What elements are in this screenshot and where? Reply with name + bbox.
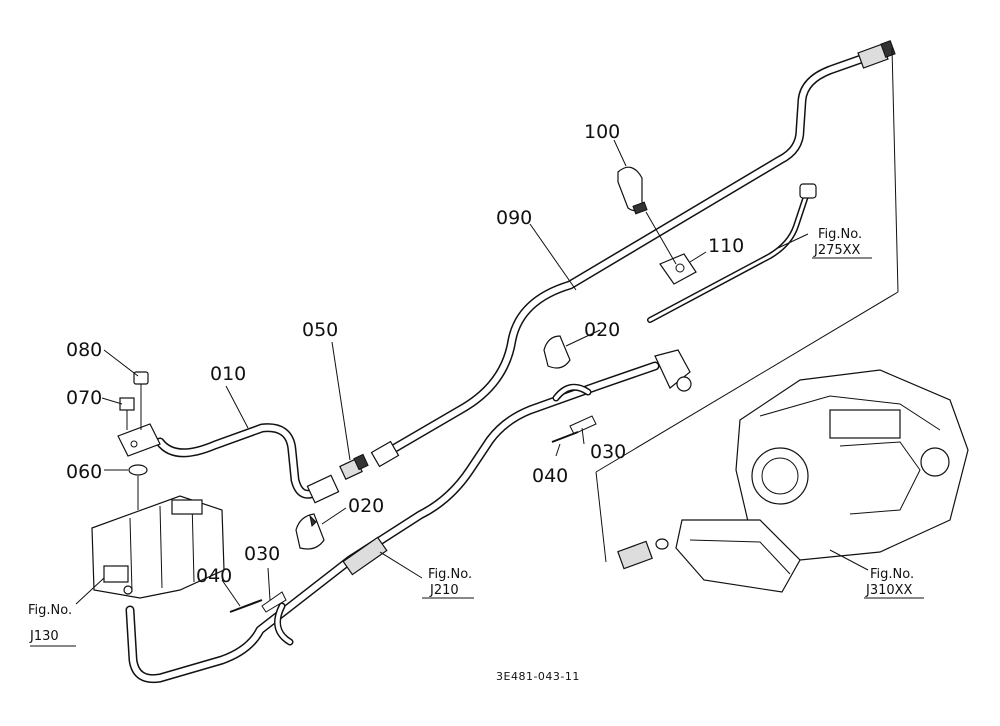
- callout-080[interactable]: 080: [66, 339, 102, 361]
- callout-070[interactable]: 070: [66, 387, 102, 409]
- fig-ref-label: Fig.No.: [28, 603, 72, 618]
- block-110[interactable]: [659, 253, 697, 285]
- nut-080[interactable]: [133, 371, 149, 385]
- clamp-020-upper[interactable]: [543, 335, 571, 369]
- callout-030-upper[interactable]: 030: [590, 441, 626, 463]
- bolt-030-upper[interactable]: [569, 415, 597, 435]
- clamp-020-lower[interactable]: [295, 513, 325, 550]
- clamp-band-lower[interactable]: [274, 602, 294, 646]
- pipe-010[interactable]: [155, 423, 321, 499]
- callout-040-lower[interactable]: 040: [196, 565, 232, 587]
- fig-ref-j275[interactable]: Fig.No. J275XX: [813, 227, 862, 258]
- callout-030-lower[interactable]: 030: [244, 543, 280, 565]
- callout-040-upper[interactable]: 040: [532, 465, 568, 487]
- callout-100[interactable]: 100: [584, 121, 620, 143]
- fig-ref-code: J130: [29, 629, 59, 644]
- fig-ref-code: J310XX: [865, 583, 913, 598]
- callout-060[interactable]: 060: [66, 461, 102, 483]
- leader-lines: [30, 47, 924, 647]
- rod-j275[interactable]: [647, 183, 817, 323]
- clamp-100[interactable]: [617, 166, 648, 215]
- o-ring-060[interactable]: [128, 464, 148, 476]
- fig-ref-j130[interactable]: Fig.No. J130: [28, 603, 72, 644]
- fig-ref-code: J210: [429, 583, 459, 598]
- fig-ref-j310[interactable]: Fig.No. J310XX: [865, 567, 914, 598]
- fitting-050[interactable]: [306, 453, 369, 504]
- callout-020-lower[interactable]: 020: [348, 495, 384, 517]
- callout-090[interactable]: 090: [496, 207, 532, 229]
- bolt-030-lower[interactable]: [261, 591, 287, 613]
- bolt-040-lower[interactable]: [229, 599, 263, 613]
- hydraulic-pump[interactable]: [91, 495, 225, 599]
- fig-ref-code: J275XX: [813, 243, 861, 258]
- fig-ref-label: Fig.No.: [818, 227, 862, 242]
- fig-ref-j210[interactable]: Fig.No. J210: [428, 567, 472, 598]
- fig-ref-label: Fig.No.: [428, 567, 472, 582]
- return-pipe[interactable]: [125, 349, 692, 684]
- callout-050[interactable]: 050: [302, 319, 338, 341]
- bolt-070[interactable]: [119, 397, 135, 430]
- flange-block[interactable]: [117, 423, 161, 457]
- pipe-090[interactable]: [370, 40, 896, 468]
- bolt-040-upper[interactable]: [551, 431, 579, 443]
- fig-ref-label: Fig.No.: [870, 567, 914, 582]
- clamp-band-upper[interactable]: [552, 383, 592, 402]
- drawing-code: 3E481-043-11: [496, 670, 580, 683]
- callout-010[interactable]: 010: [210, 363, 246, 385]
- callout-110[interactable]: 110: [708, 235, 744, 257]
- callout-020-upper[interactable]: 020: [584, 319, 620, 341]
- transmission-case[interactable]: [675, 369, 969, 593]
- transmission-fitting[interactable]: [617, 538, 669, 570]
